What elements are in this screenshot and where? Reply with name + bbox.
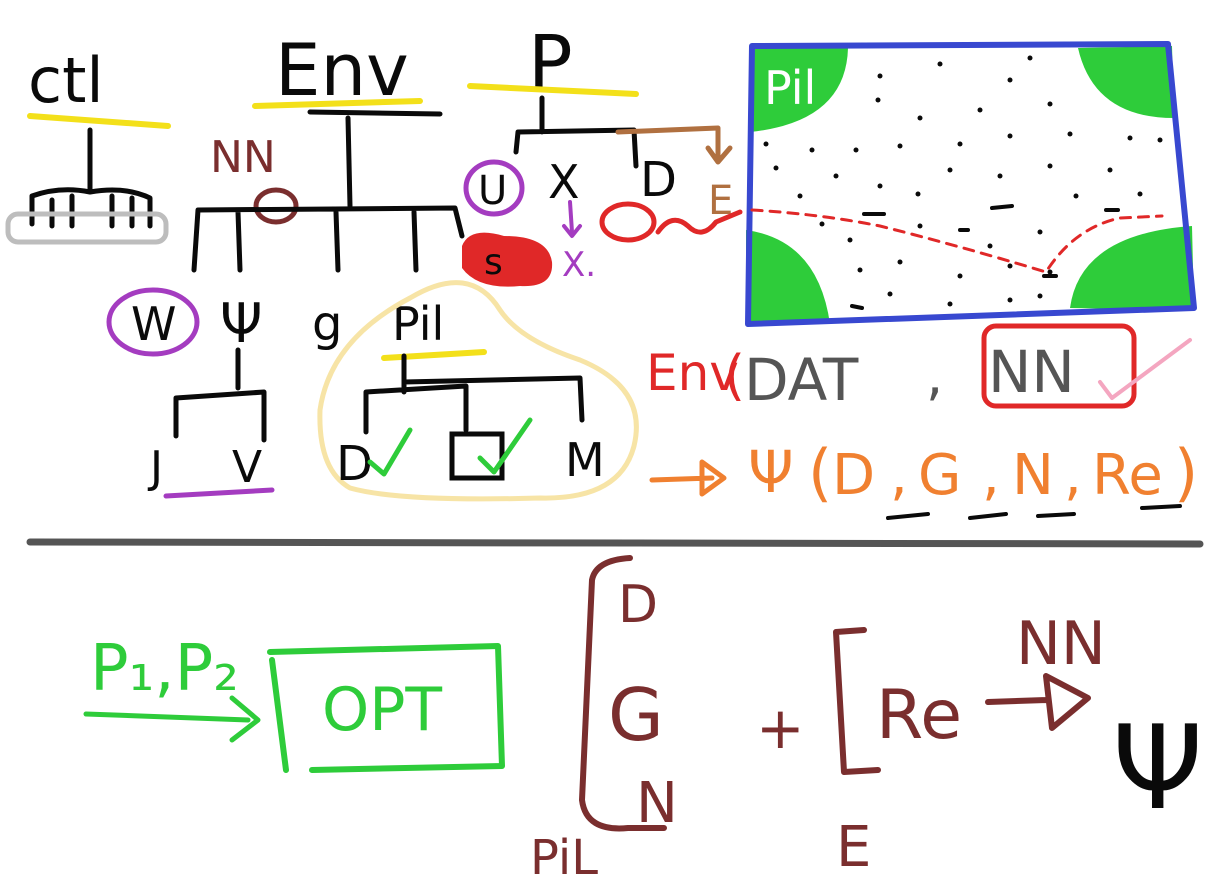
pil-highlight-outline [317,280,639,502]
leaf-d2-box [449,431,505,481]
g-label: g [312,296,342,352]
ctl-group: ctl [5,44,171,245]
pil-subtree [363,353,585,435]
u-circle [463,159,525,217]
s-red-blob [462,232,553,287]
re-label: Re [876,676,962,755]
brown-arrow-line [615,125,721,161]
psi-expr-close: ) [1174,436,1198,509]
psi-expr-comma3: , [1064,443,1082,508]
p-tree: P U X D X. s E [462,20,743,287]
env-expr-paren: ( [724,344,745,407]
w-label: W [131,297,176,351]
psi-bottom-label: Ψ [1112,701,1203,836]
nn-red-box [981,323,1137,409]
jv-underline [163,487,275,499]
pil-bottom-label: PiL [530,830,598,886]
section-divider [26,538,1204,548]
s-label: s [484,242,503,283]
x-dot-label: X. [562,245,596,285]
check-d2 [477,417,533,475]
ctl-gray-box [5,211,169,245]
psi-subtree [173,347,267,443]
green-corner-br [1070,226,1194,310]
psi-expr-psi: Ψ [748,438,794,506]
psi-expr-comma2: , [982,443,1000,508]
green-corner-tr [1078,46,1174,118]
bracket-n: N [636,771,678,836]
bracket-group: D G N PiL [530,555,678,886]
re-arrow [985,673,1091,731]
opt-group: P₁,P₂ OPT [83,632,505,773]
x-arrow-head [562,224,582,238]
env-expr-dat: DAT [744,346,859,414]
x-label: X [548,155,580,209]
opt-label: OPT [322,675,442,745]
psi-expr-re: Re [1092,443,1163,508]
p-underline [467,83,639,97]
leaf-d1: D [336,436,373,492]
box-dashes [850,204,1120,310]
green-corner-tl [750,48,848,132]
opt-arrow [83,695,261,743]
nn-circle-mark [253,187,299,225]
env-expression: Env ( DAT , NN [646,323,1192,414]
orange-arrow [649,459,727,497]
nn-bottom-label: NN [1016,609,1106,679]
plus-sign: + [756,694,805,762]
env-bar [307,109,443,117]
red-o-mark [599,201,657,243]
p1-p2-label: P₁,P₂ [90,632,239,706]
re-group: + Re E NN Ψ [756,609,1203,880]
env-expr-nn: NN [988,338,1075,406]
left-square-bracket [833,627,881,775]
env-tree: Env NN W Ψ g Pil J V D D M [106,28,639,502]
bracket-d: D [618,575,658,635]
pil-box: Pil [745,41,1197,327]
psi-expr-d: D [832,443,875,508]
psi-expr-n: N [1012,443,1054,508]
check-d1 [367,427,413,477]
box-corner-label: Pil [764,61,816,115]
psi-label: Ψ [220,292,263,355]
pink-check [1098,338,1192,400]
w-circle [106,287,200,357]
env-underline [252,98,423,109]
env-children [191,205,465,273]
opt-box [267,643,505,773]
v-label: V [232,442,262,493]
env-label: Env [275,28,409,112]
e-bottom-label: E [836,815,871,880]
pil-underline [381,349,487,361]
env-expr-env: Env [646,344,739,402]
p-children [513,95,639,169]
psi-expr-comma1: , [890,443,908,508]
box-dots [763,55,1163,307]
red-tilde-mark [655,209,743,235]
ctl-underline [27,113,171,129]
psi-expr-open: ( [808,436,832,509]
pil-label: Pil [392,297,444,351]
d-label: D [640,152,677,208]
left-bracket [579,555,667,832]
x-arrow-line [568,200,574,234]
green-corner-bl [746,230,830,324]
bracket-g: G [608,673,664,757]
brown-arrow-head [705,145,733,165]
env-nn-label: NN [210,132,276,183]
env-stem [345,115,353,209]
ctl-label: ctl [28,44,104,117]
psi-expression: Ψ ( D , G , N , Re ) [649,436,1198,520]
env-expr-comma: , [926,344,943,407]
blue-box-border [745,41,1197,327]
leaf-m: M [565,433,605,487]
ctl-children [29,187,153,229]
u-label: U [478,168,507,214]
j-label: J [147,442,163,493]
red-dashed-curve [750,208,1164,274]
psi-expr-underlines [886,504,1182,520]
psi-expr-g: G [918,443,961,508]
